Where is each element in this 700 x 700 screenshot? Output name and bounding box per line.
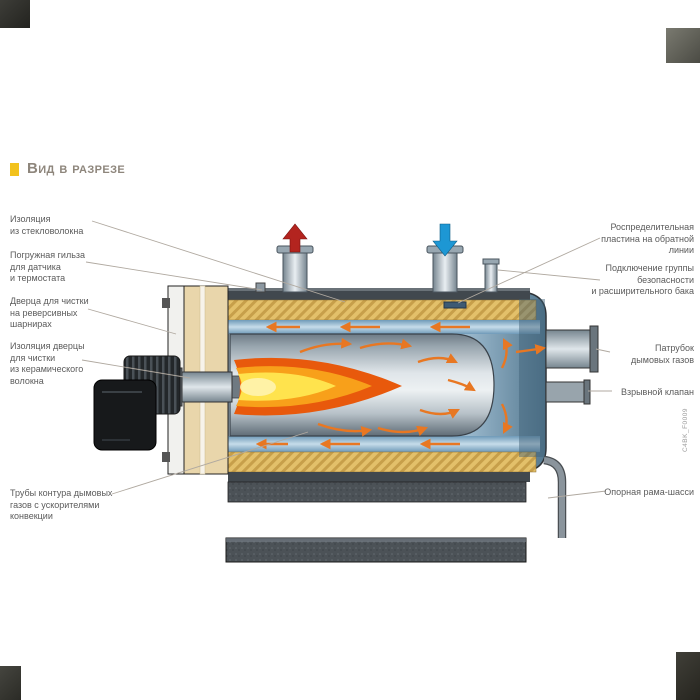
label-flue-outlet: Патрубок дымовых газов [631, 343, 694, 365]
distribution-plate [443, 301, 467, 309]
support-chassis [225, 537, 527, 563]
photo-fragment-top-right [666, 28, 700, 63]
photo-fragment-bottom-right [676, 652, 700, 700]
flow-arrow [515, 344, 547, 355]
label-door-insulation: Изоляция дверцы для чистки из керамическ… [10, 341, 85, 387]
fiberglass-insulation-bottom [227, 451, 537, 473]
label-cleaning-door: Дверца для чистки на реверсивных шарнира… [10, 296, 89, 330]
label-fiberglass-insulation: Изоляция из стекловолокна [10, 214, 84, 236]
photo-fragment-top-left [0, 0, 30, 28]
door-hinge-bottom [162, 452, 170, 462]
shell-bottom-frame [227, 481, 527, 503]
label-safety-group: Подключение группы безопасности и расшир… [591, 263, 694, 297]
flow-arrow [377, 425, 429, 437]
water-jacket-top [228, 320, 540, 334]
hot-water-up-arrow [282, 223, 308, 253]
flow-arrow [299, 337, 353, 354]
flow-arrow [447, 378, 476, 392]
title-bullet [10, 162, 19, 176]
fiberglass-insulation-top [227, 299, 537, 321]
flow-arrow [500, 403, 513, 434]
immersion-sleeve-fitting [255, 282, 266, 293]
flue-gas-flow-arrows [255, 321, 547, 450]
flow-arrow [419, 408, 460, 419]
photo-fragment-bottom-left [0, 666, 21, 700]
burner-control-box [93, 379, 157, 451]
label-immersion-sleeve: Погружная гильза для датчика и термостат… [10, 250, 86, 284]
label-flue-tubes: Трубы контура дымовых газов с ускорителя… [10, 488, 113, 522]
flow-arrow [500, 338, 513, 369]
section-title: Вид в разрезе [27, 160, 126, 177]
return-water-down-arrow [432, 223, 458, 257]
supply-pipe [276, 245, 314, 293]
section-title-row: Вид в разрезе [10, 160, 125, 177]
drain-pipe [543, 457, 565, 538]
burner [93, 355, 233, 451]
flow-arrow [317, 422, 373, 437]
rear-wall [519, 299, 545, 457]
flue-gas-outlet [545, 325, 599, 373]
door-hinge-top [162, 298, 170, 308]
leader-lines [81, 220, 612, 499]
label-distribution-plate: Роспределительная пластина на обратной л… [601, 222, 694, 256]
safety-group-connection [482, 258, 500, 293]
flame [234, 357, 402, 416]
water-jacket-bottom [228, 436, 540, 452]
flow-arrow [417, 353, 458, 364]
label-support-frame: Опорная рама-шасси [604, 487, 694, 497]
flow-arrow [359, 338, 413, 350]
explosion-valve [545, 379, 591, 405]
label-explosion-valve: Взрывной клапан [620, 387, 694, 397]
drawing-code: C4BK_F0009 [682, 408, 689, 453]
